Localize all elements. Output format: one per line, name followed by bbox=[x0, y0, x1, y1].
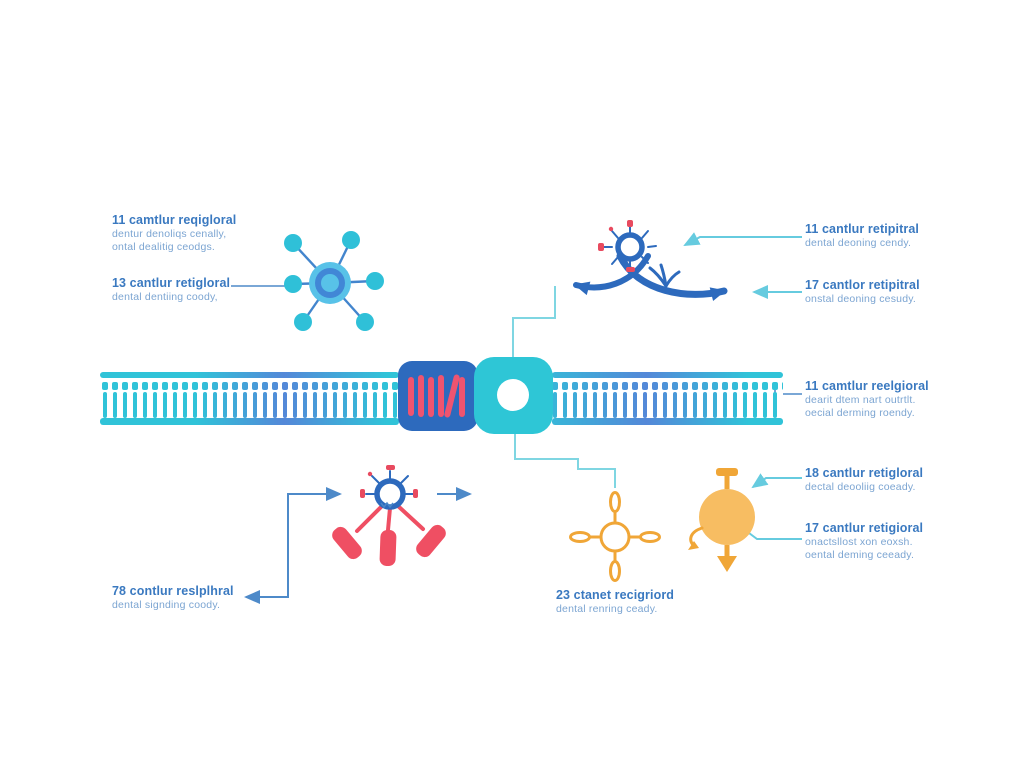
vesicle-squiggle bbox=[689, 526, 704, 548]
label-bottom-mid: 23 ctanet recigriord dental renring cead… bbox=[556, 588, 674, 616]
connector-bottom-left-elbow bbox=[244, 487, 342, 604]
label-subtitle: dearit dtem nart outrtlt. bbox=[805, 394, 916, 406]
cross-protein-icon bbox=[569, 491, 661, 582]
vesicle-down-arrow bbox=[717, 556, 737, 572]
label-title: 13 cantlur retigloral bbox=[112, 276, 231, 290]
label-right-bottom-2: 17 cantlur retigioral onactsllost xon eo… bbox=[805, 521, 923, 562]
label-title: 17 cantlur retigioral bbox=[805, 521, 924, 535]
flagellate-virus-icon bbox=[332, 465, 446, 567]
label-title: 23 ctanet recigriord bbox=[556, 588, 675, 602]
label-title: 78 contlur reslplhral bbox=[112, 584, 234, 598]
signal-arrow-left bbox=[573, 253, 651, 296]
branch-squiggle bbox=[648, 263, 681, 288]
label-subtitle: onstal deoning cesudy. bbox=[805, 293, 917, 305]
connector-receptor-up bbox=[512, 286, 556, 357]
label-subtitle: ontal dealitig ceodgs. bbox=[112, 241, 216, 253]
label-subtitle: oental deming ceeady. bbox=[805, 549, 915, 561]
connector-right-bottom-2 bbox=[748, 532, 802, 540]
label-title: 11 camtlur reqigloral bbox=[112, 213, 237, 227]
label-subtitle: dental renring ceady. bbox=[556, 603, 658, 615]
connector-right-bottom-1 bbox=[751, 473, 802, 489]
vesicle-icon bbox=[688, 468, 755, 572]
connector-receptor-down bbox=[514, 434, 616, 488]
label-right-bottom-1: 18 cantlur retigloral dectal deooliig co… bbox=[805, 466, 923, 494]
virus-particle-icon bbox=[573, 220, 728, 301]
receptor-icon bbox=[474, 357, 553, 434]
label-top-right-2: 17 cantlor retipitral onstal deoning ces… bbox=[805, 278, 920, 306]
label-subtitle: oecial derming roendy. bbox=[805, 407, 915, 419]
transmembrane-protein-icon bbox=[398, 361, 478, 431]
connector-top-right-1 bbox=[683, 232, 802, 246]
label-title: 17 cantlor retipitral bbox=[805, 278, 920, 292]
label-connectors bbox=[231, 232, 802, 604]
virus-base-squiggle bbox=[380, 501, 394, 509]
label-bottom-left: 78 contlur reslplhral dental signding co… bbox=[112, 584, 234, 612]
label-subtitle: onactsllost xon eoxsh. bbox=[805, 536, 913, 548]
label-title: 11 cantlur retipitral bbox=[805, 222, 919, 236]
label-subtitle: dental deoning cendy. bbox=[805, 237, 912, 249]
label-title: 11 camtlur reelgioral bbox=[805, 379, 929, 393]
label-title: 18 cantlur retigloral bbox=[805, 466, 924, 480]
label-top-left-1: 11 camtlur reqigloral dentur denoliqs ce… bbox=[112, 213, 236, 254]
signal-arrow-right bbox=[616, 252, 728, 301]
ligand-hub-icon bbox=[284, 231, 384, 331]
label-subtitle: dental dentiing coody, bbox=[112, 291, 218, 303]
label-subtitle: dectal deooliig coeady. bbox=[805, 481, 916, 493]
receptor-signal-connectors bbox=[512, 286, 616, 488]
label-top-left-2: 13 cantlur retigloral dental dentiing co… bbox=[112, 276, 230, 304]
label-subtitle: dentur denoliqs cenally, bbox=[112, 228, 227, 240]
label-right-mid: 11 camtlur reelgioral dearit dtem nart o… bbox=[805, 379, 929, 420]
label-top-right-1: 11 cantlur retipitral dental deoning cen… bbox=[805, 222, 919, 250]
label-subtitle: dental signding coody. bbox=[112, 599, 221, 611]
